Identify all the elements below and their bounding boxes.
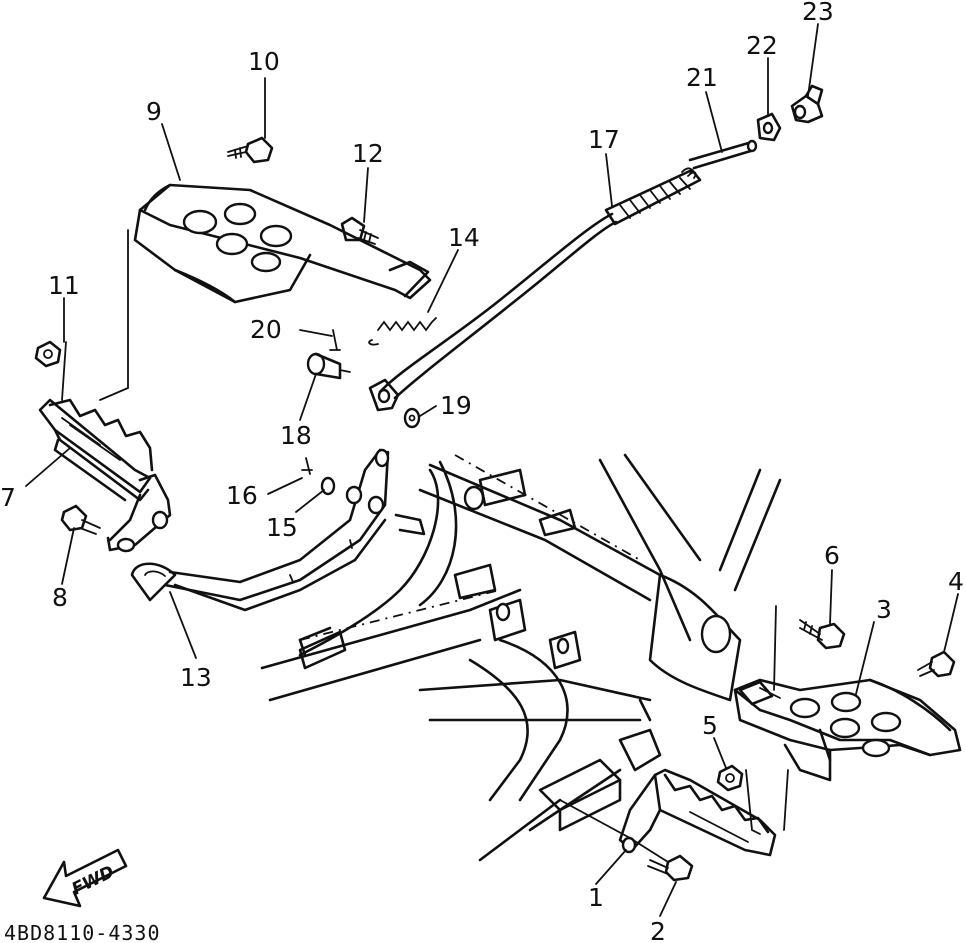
callout-2: 2	[650, 917, 666, 943]
callout-22: 22	[746, 31, 778, 60]
callout-14: 14	[448, 223, 480, 252]
callout-4: 4	[948, 567, 964, 596]
bolt-10	[227, 136, 274, 164]
left-footrest-bracket	[133, 183, 432, 304]
brake-cable	[368, 168, 702, 412]
callout-3: 3	[876, 595, 892, 624]
pin-18	[306, 352, 351, 380]
wing-nut-23	[790, 84, 824, 124]
callout-13: 13	[180, 663, 212, 692]
callout-23: 23	[802, 0, 834, 26]
forward-direction-arrow: FWD	[42, 848, 128, 908]
callout-21: 21	[686, 63, 718, 92]
callout-5: 5	[702, 711, 718, 740]
nut-11	[34, 340, 62, 368]
washer-19	[403, 407, 421, 429]
bolt-12	[340, 216, 379, 245]
cotter-pin-16	[301, 457, 313, 475]
bolt-6	[799, 619, 846, 650]
bolt-4	[917, 650, 956, 678]
vehicle-frame	[260, 453, 782, 862]
washer-15	[320, 476, 336, 496]
callout-20: 20	[250, 315, 282, 344]
callout-12: 12	[352, 139, 384, 168]
bolt-8	[60, 504, 101, 535]
fwd-label: FWD	[69, 862, 118, 899]
callout-16: 16	[226, 481, 258, 510]
bolt-2	[647, 854, 694, 882]
joint-22	[756, 112, 782, 142]
callout-17: 17	[588, 125, 620, 154]
callout-15: 15	[266, 513, 298, 542]
callout-6: 6	[824, 541, 840, 570]
right-footrest-bracket	[733, 678, 962, 782]
right-footrest	[618, 768, 777, 857]
callout-18: 18	[280, 421, 312, 450]
rod-21	[681, 139, 758, 179]
cotter-pin-20	[329, 329, 341, 351]
callout-10: 10	[248, 47, 280, 76]
nut-5	[716, 764, 744, 792]
callout-1: 1	[588, 883, 604, 912]
callout-9: 9	[146, 97, 162, 126]
left-footrest	[38, 398, 172, 553]
spring-14	[368, 317, 437, 346]
callout-8: 8	[52, 583, 68, 612]
callout-7: 7	[0, 483, 16, 512]
brake-pedal-arm	[130, 448, 426, 612]
callout-19: 19	[440, 391, 472, 420]
leader-lines	[25, 23, 959, 917]
callout-11: 11	[48, 271, 80, 300]
drawing-code: 4BD8110-4330	[4, 921, 161, 943]
